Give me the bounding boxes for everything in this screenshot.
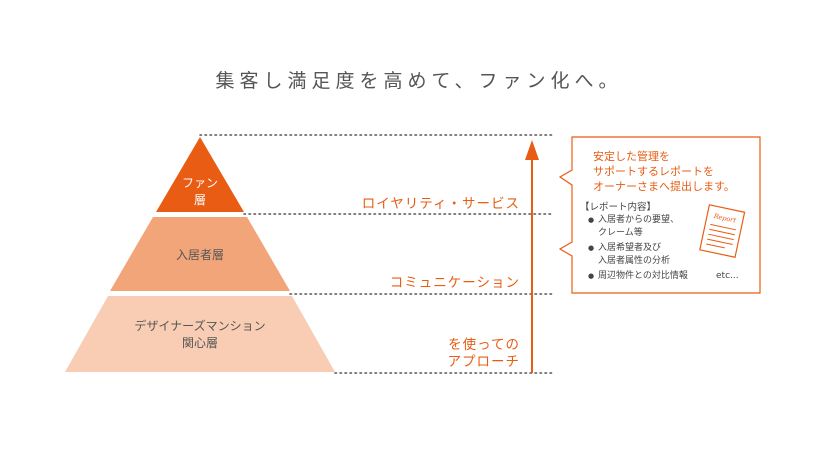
approach-label-using: を使っての アプローチ — [448, 337, 521, 371]
tier-label-fan-line-1: ファン — [181, 176, 218, 190]
callout-message: 安定した管理を サポートするレポートを オーナーさまへ提出します。 — [593, 149, 735, 194]
report-etc: etc... — [716, 271, 739, 281]
report-item-2-line-2: 入居者属性の分析 — [598, 255, 671, 266]
report-item-1-line-1: 入居者からの要望、 — [598, 215, 680, 225]
approach-label-using-line-2: アプローチ — [447, 354, 520, 370]
report-item-3-line-1: 周辺物件との対比情報 — [598, 271, 688, 281]
report-item: 周辺物件との対比情報 — [588, 270, 708, 283]
callout-line-1: 安定した管理を — [593, 150, 670, 163]
report-item: 入居者からの要望、 クレーム等 — [588, 214, 708, 239]
pyramid-tier-fan — [156, 137, 244, 212]
approach-label-loyalty-text: ロイヤリティ・サービス — [361, 196, 520, 212]
tier-label-fan: ファン 層 — [165, 175, 235, 209]
approach-label-using-line-1: を使っての — [448, 337, 520, 353]
report-item-2-line-1: 入居希望者及び — [598, 243, 662, 253]
tier-label-interest-line-1: デザイナーズマンション — [134, 319, 266, 333]
report-item-1-line-2: クレーム等 — [598, 227, 643, 238]
approach-label-communication: コミュニケーション — [390, 275, 520, 292]
tier-label-resident: 入居者層 — [140, 247, 260, 264]
callout-line-3: オーナーさまへ提出します。 — [593, 180, 735, 193]
report-heading: 【レポート内容】 — [580, 202, 657, 213]
report-item: 入居希望者及び 入居者属性の分析 — [588, 242, 708, 267]
pyramid-tier-interest — [65, 296, 335, 372]
report-item-list: 入居者からの要望、 クレーム等 入居希望者及び 入居者属性の分析 周辺物件との対… — [588, 214, 708, 286]
approach-label-communication-text: コミュニケーション — [389, 275, 520, 291]
headline: 集客し満足度を高めて、ファン化へ。 — [215, 70, 623, 92]
tier-label-interest: デザイナーズマンション 関心層 — [90, 318, 310, 352]
pyramid-tier-resident — [110, 217, 290, 291]
tier-label-interest-line-2: 関心層 — [181, 336, 218, 350]
callout-line-2: サポートするレポートを — [593, 165, 714, 178]
approach-arrow-head — [525, 140, 539, 160]
approach-label-loyalty: ロイヤリティ・サービス — [362, 196, 520, 213]
tier-label-fan-line-2: 層 — [193, 193, 206, 207]
tier-label-resident-line-1: 入居者層 — [175, 248, 224, 262]
